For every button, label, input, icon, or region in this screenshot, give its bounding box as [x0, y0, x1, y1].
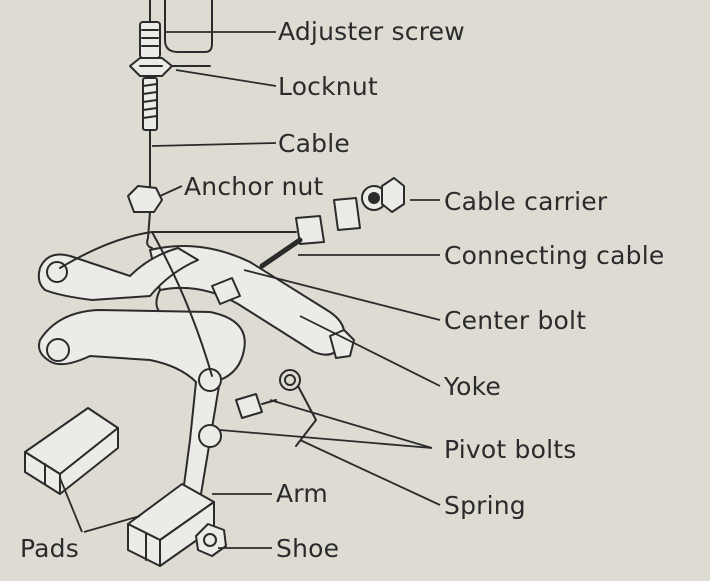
cable-carrier-part	[295, 177, 405, 245]
label-arm: Arm	[276, 479, 328, 508]
label-connecting-cable: Connecting cable	[444, 241, 665, 270]
center-bolt-part	[211, 237, 303, 305]
leader-locknut	[175, 69, 277, 87]
leader-pivot-bolts-2	[219, 429, 433, 449]
connecting-cable-part	[59, 231, 297, 377]
label-anchor-nut: Anchor nut	[184, 172, 324, 201]
leader-pads-2	[83, 515, 141, 533]
label-locknut: Locknut	[278, 72, 378, 101]
anchor-nut-part	[127, 185, 163, 249]
label-adjuster-screw: Adjuster screw	[278, 17, 465, 46]
leader-yoke	[299, 315, 441, 387]
threaded-barrel-part	[142, 77, 158, 131]
pivot-bolt-part	[235, 393, 277, 419]
right-pad-part	[127, 483, 215, 567]
label-yoke: Yoke	[444, 372, 502, 401]
label-cable: Cable	[278, 129, 350, 158]
leader-lines	[59, 31, 441, 549]
leader-center-bolt	[243, 269, 441, 321]
locknut-part	[129, 57, 211, 77]
adjuster-screw-part	[139, 0, 213, 59]
lower-arm-part	[38, 309, 246, 501]
label-shoe: Shoe	[276, 534, 340, 563]
center-nut-part	[329, 329, 355, 359]
label-pads: Pads	[20, 534, 79, 563]
label-spring: Spring	[444, 491, 526, 520]
label-center-bolt: Center bolt	[444, 306, 587, 335]
leader-pads-1	[59, 477, 83, 533]
leader-anchor-nut	[159, 185, 183, 197]
label-cable-carrier: Cable carrier	[444, 187, 608, 216]
leader-spring	[299, 439, 441, 506]
leader-cable	[151, 142, 277, 147]
left-pad-part	[24, 407, 119, 495]
label-pivot-bolts: Pivot bolts	[444, 435, 577, 464]
leader-pivot-bolts-1	[269, 399, 433, 449]
upper-arm-part	[37, 247, 199, 301]
